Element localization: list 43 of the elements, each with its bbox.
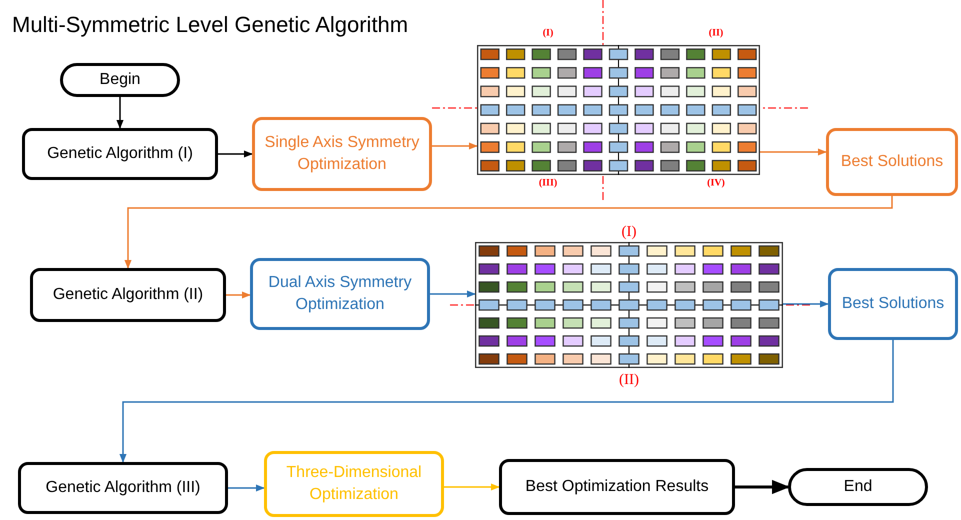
terminal-pill bbox=[788, 468, 928, 506]
quadrant-label: (IV) bbox=[707, 176, 725, 190]
quadrant-label: (I) bbox=[542, 26, 554, 40]
node-label: End bbox=[844, 476, 872, 497]
terminal-pill bbox=[60, 63, 180, 97]
color-grid-drawing bbox=[477, 45, 760, 175]
arrow bbox=[228, 484, 265, 492]
quadrant-label: (II) bbox=[619, 370, 639, 390]
node-label: Dual Axis Symmetry Optimization bbox=[267, 272, 413, 315]
quadrant-label: (III) bbox=[538, 176, 558, 190]
node-label: Best Solutions bbox=[842, 294, 944, 314]
node-label: Genetic Algorithm (I) bbox=[47, 144, 193, 164]
node-label: Begin bbox=[100, 70, 140, 90]
process-box bbox=[499, 459, 735, 515]
arrow bbox=[430, 290, 476, 298]
node-label: Single Axis Symmetry Optimization bbox=[264, 132, 420, 175]
process-box bbox=[18, 462, 228, 514]
node-label: Genetic Algorithm (III) bbox=[46, 478, 200, 498]
process-box bbox=[30, 268, 226, 322]
process-box bbox=[252, 117, 432, 191]
quadrant-label: (II) bbox=[708, 26, 724, 40]
arrow bbox=[119, 340, 894, 463]
arrow bbox=[444, 483, 500, 491]
arrow bbox=[783, 300, 829, 308]
process-box bbox=[264, 451, 444, 517]
process-box bbox=[250, 258, 430, 330]
process-box bbox=[22, 128, 218, 180]
arrow bbox=[124, 196, 893, 269]
quadrant-label: (I) bbox=[622, 222, 636, 242]
process-box bbox=[826, 128, 958, 196]
arrow bbox=[218, 150, 253, 158]
arrow bbox=[760, 148, 827, 156]
node-label: Best Optimization Results bbox=[525, 476, 709, 497]
node-label: Three-Dimensional Optimization bbox=[285, 462, 423, 505]
arrow bbox=[226, 291, 251, 299]
arrow bbox=[432, 142, 478, 150]
diagram-title: Multi-Symmetric Level Genetic Algorithm bbox=[12, 11, 408, 39]
node-label: Genetic Algorithm (II) bbox=[52, 284, 204, 305]
process-box bbox=[828, 268, 958, 340]
node-label: Best Solutions bbox=[840, 152, 944, 172]
arrow bbox=[735, 480, 790, 494]
arrow bbox=[116, 97, 124, 129]
color-grid-drawing bbox=[475, 242, 783, 368]
